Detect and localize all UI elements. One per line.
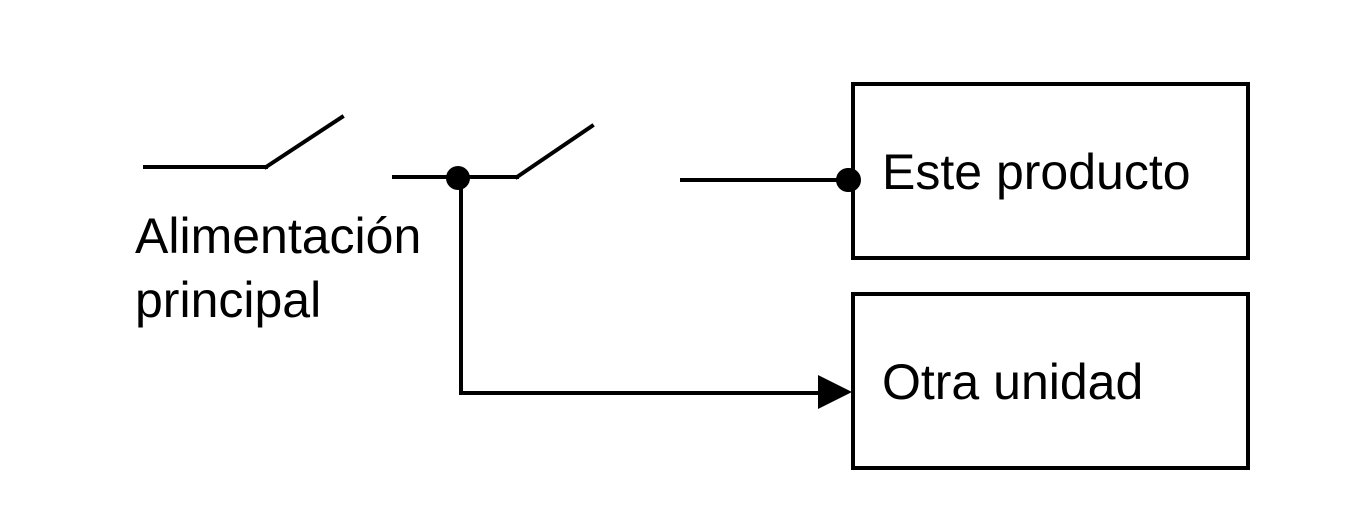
this-product-box <box>851 82 1250 260</box>
main-power-label-line2: principal <box>135 272 321 328</box>
main-power-label-line1: Alimentación <box>135 208 421 264</box>
main-switch-blade <box>263 114 345 170</box>
other-unit-box <box>851 292 1250 470</box>
product-terminal-dot-overlay <box>837 168 861 192</box>
branch-junction-dot <box>446 166 470 190</box>
arrowhead-to-other-unit <box>818 375 852 409</box>
other-unit-label: Otra unidad <box>882 354 1143 410</box>
branch-wire <box>459 178 822 395</box>
main-power-switch <box>143 114 345 170</box>
product-switch-blade <box>514 123 595 180</box>
this-product-label: Este producto <box>882 144 1191 200</box>
